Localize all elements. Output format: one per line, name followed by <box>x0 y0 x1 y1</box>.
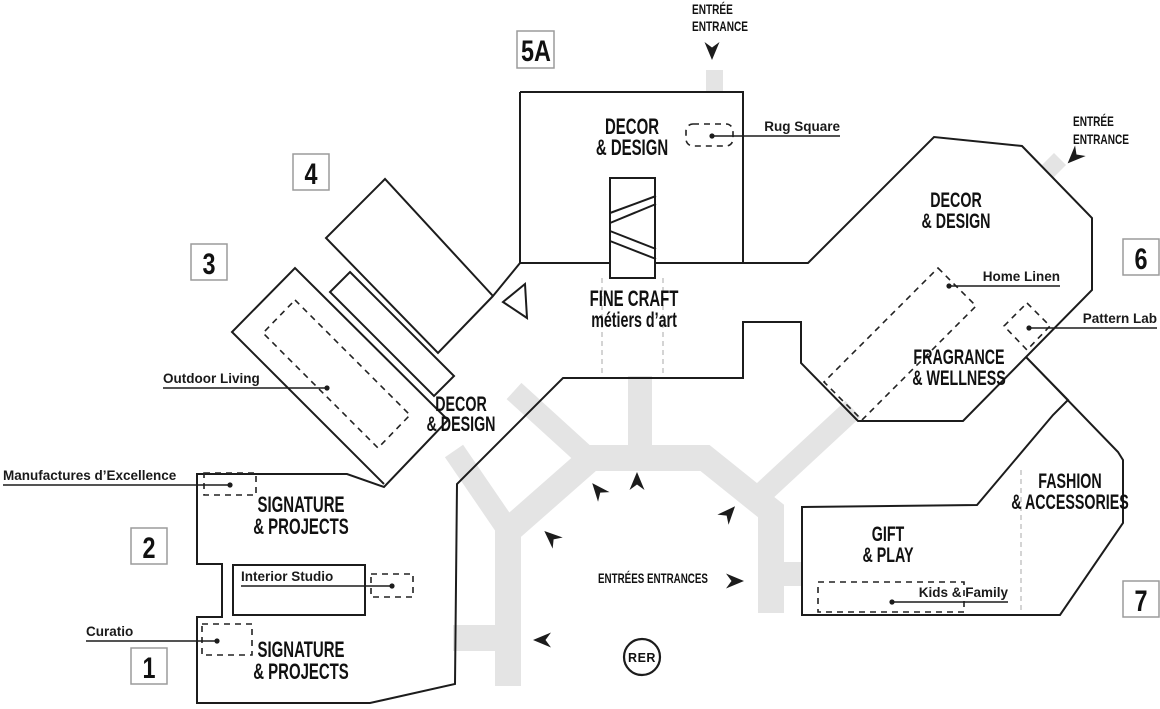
escalator-stripes <box>609 195 657 260</box>
kids-family-label: Kids & Family <box>919 585 1009 600</box>
hall-7-fill <box>802 357 1123 615</box>
zone-fine-craft-1: FINE CRAFT <box>590 286 679 311</box>
arrow-up-icon <box>629 472 645 490</box>
zone-signature-upper-2: & PROJECTS <box>253 514 349 539</box>
hall-4-number: 4 <box>304 157 317 190</box>
outline-hall3-annex <box>328 270 456 398</box>
hall-number-boxes: 5A 4 3 2 1 6 7 <box>130 30 1160 685</box>
zone-fine-craft-2: métiers d’art <box>591 308 677 331</box>
arrow-upleft2-icon <box>544 530 563 549</box>
manufactures-box <box>203 472 257 496</box>
zone-gift-play-1: GIFT <box>872 522 905 545</box>
zone-fragrance-1: FRAGRANCE <box>913 345 1004 368</box>
hall-3-number: 3 <box>202 247 215 280</box>
arrow-upright-icon <box>717 506 736 525</box>
arrow-left-icon <box>533 632 551 648</box>
zone-signature-lower-2: & PROJECTS <box>253 659 349 684</box>
hall-3-fill <box>232 268 448 484</box>
entrances-central-label: ENTRÉES ENTRANCES <box>598 569 708 586</box>
zone-decor-6-2: & DESIGN <box>922 209 991 232</box>
walkway-northwest-branch <box>506 382 600 471</box>
hall-4-fill <box>326 179 493 353</box>
zone-signature-lower-1: SIGNATURE <box>258 637 345 662</box>
courtyard-arrows <box>533 472 744 648</box>
entrance-right-line2: ENTRANCE <box>1073 131 1129 147</box>
zone-decor-central-2: & DESIGN <box>427 412 496 435</box>
arrow-upleft-icon <box>592 483 610 502</box>
zone-gift-play-2: & PLAY <box>862 543 913 566</box>
outline-main-complex <box>196 91 1093 704</box>
escalator-symbol <box>609 177 657 279</box>
zone-titles: DECOR & DESIGN FINE CRAFT métiers d’art … <box>253 114 1129 684</box>
zone-decor-6-1: DECOR <box>930 188 982 211</box>
light-guides <box>601 278 1022 615</box>
zone-decor-5a-1: DECOR <box>605 114 659 139</box>
entrance-strip-top <box>706 70 723 92</box>
walkway-west-diagonal-branch <box>444 444 518 537</box>
interior-studio-room <box>232 564 366 616</box>
manufactures-label: Manufactures d’Excellence <box>3 468 177 483</box>
entrance-top-arrow-icon <box>704 42 720 60</box>
rer-circle <box>622 637 662 677</box>
walkway-fragrance-spur <box>749 400 861 507</box>
outdoor-living-label: Outdoor Living <box>163 371 260 386</box>
zone-decor-5a-2: & DESIGN <box>596 135 668 160</box>
rug-square-label: Rug Square <box>764 119 840 134</box>
rug-square-box <box>685 123 734 147</box>
hall-6-number: 6 <box>1134 242 1147 275</box>
poi-labels: Rug Square Home Linen Pattern Lab Outdoo… <box>3 119 1157 644</box>
rer-label: RER <box>628 651 656 665</box>
entrance-top-line1: ENTRÉE <box>692 0 733 17</box>
rer-badge: RER <box>622 637 662 677</box>
hall-1-number: 1 <box>142 651 155 684</box>
hall-7-number: 7 <box>1134 584 1147 617</box>
zone-fragrance-2: & WELLNESS <box>912 366 1006 389</box>
entrance-right-line1: ENTRÉE <box>1073 112 1114 129</box>
hall-6-fill <box>743 137 1092 421</box>
arrow-right-icon <box>726 573 744 589</box>
entrance-labels: ENTRÉE ENTRANCE ENTRÉE ENTRANCE ENTRÉES … <box>598 0 1129 586</box>
curatio-box <box>201 623 253 656</box>
curatio-label: Curatio <box>86 624 133 639</box>
hall-5-central-fill <box>520 263 743 378</box>
interior-studio-label: Interior Studio <box>241 569 333 584</box>
hall-outlines <box>196 91 1124 704</box>
zone-decor-central-1: DECOR <box>435 392 487 415</box>
poi-boxes <box>201 123 1052 656</box>
outline-triangle <box>501 281 529 320</box>
home-linen-box <box>822 266 978 422</box>
entrance-right-arrow-icon <box>1067 145 1086 164</box>
hall-2-number: 2 <box>142 531 155 564</box>
entrance-top-line2: ENTRANCE <box>692 18 748 34</box>
hall-5a-number: 5A <box>521 34 551 67</box>
zone-fashion-1: FASHION <box>1038 469 1101 492</box>
escalator-box <box>609 177 656 279</box>
walkways <box>444 70 1066 686</box>
outdoor-living-box <box>261 298 412 450</box>
zone-fashion-2: & ACCESSORIES <box>1011 490 1129 513</box>
zone-signature-upper-1: SIGNATURE <box>258 492 345 517</box>
outline-hall7 <box>801 356 1124 616</box>
home-linen-label: Home Linen <box>983 269 1060 284</box>
pattern-lab-label: Pattern Lab <box>1083 311 1157 326</box>
outline-hall5a-west-and-hall4 <box>324 92 743 355</box>
